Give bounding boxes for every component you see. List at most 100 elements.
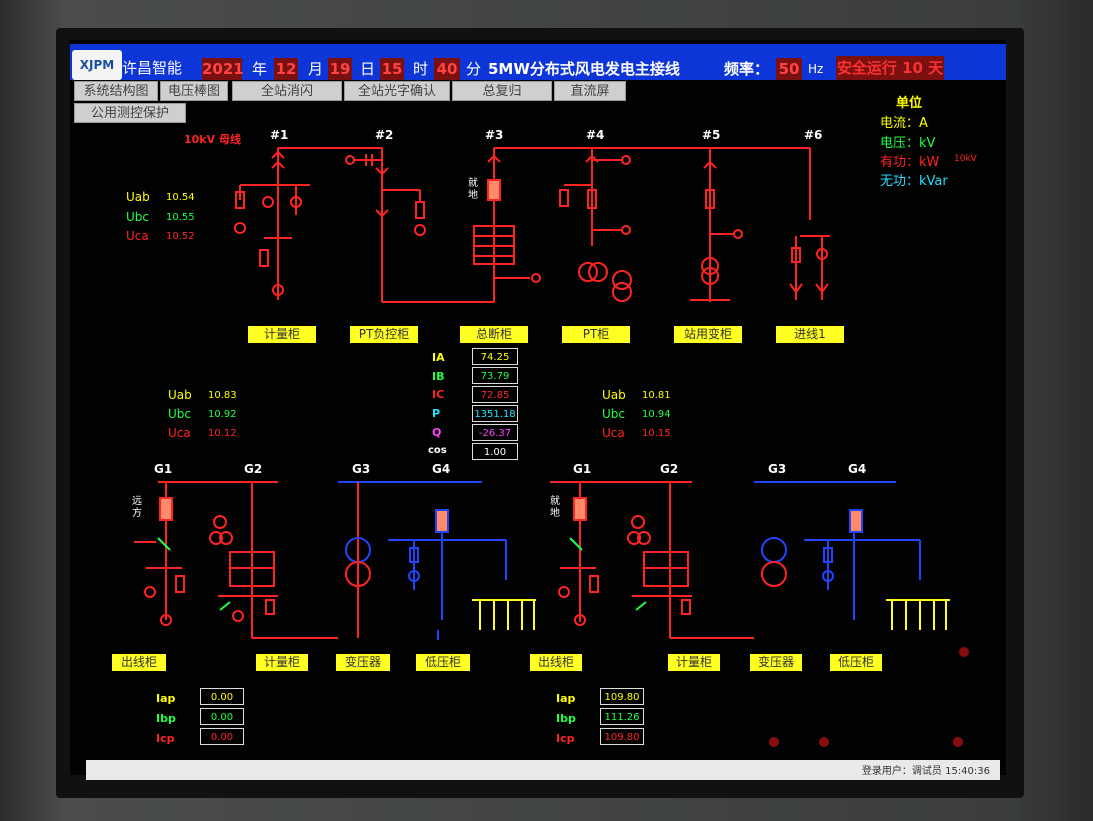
scada-screen: XJPM 许昌智能 2021 年 12 月 19 日 15 时 40 分 5MW… xyxy=(70,40,1006,775)
menu-system-structure[interactable]: 系统结构图 xyxy=(74,81,158,101)
right-icp-value: 109.80 xyxy=(600,728,644,745)
feeder-3-circuit xyxy=(473,148,541,302)
left-ubc-label: Ubc xyxy=(168,407,191,421)
right-label-metering[interactable]: 计量柜 xyxy=(668,654,720,671)
left-ibp-value: 0.00 xyxy=(200,708,244,725)
brand-name: 许昌智能 xyxy=(122,59,183,77)
left-ibp-label: Ibp xyxy=(156,712,176,725)
hour-unit: 时 xyxy=(413,60,429,78)
hour-value: 15 xyxy=(380,58,404,80)
bus-right-label: 10kV xyxy=(954,154,977,164)
left-metering-circuit xyxy=(209,482,338,639)
right-g4-label: G4 xyxy=(848,462,867,476)
frequency-value: 50 xyxy=(776,58,802,80)
right-label-outgoing[interactable]: 出线柜 xyxy=(530,654,582,671)
meter-ib-label: IB xyxy=(432,370,445,383)
meter-q-label: Q xyxy=(432,426,442,439)
top-ubc-label: Ubc xyxy=(126,210,149,224)
right-ibp-value: 111.26 xyxy=(600,708,644,725)
right-ubc-value: 10.94 xyxy=(642,409,671,420)
minute-unit: 分 xyxy=(466,60,482,78)
menu-station-flash-clear[interactable]: 全站消闪 xyxy=(232,81,342,101)
indicator-light xyxy=(953,737,963,747)
year-unit: 年 xyxy=(252,60,268,78)
right-metering-circuit xyxy=(627,482,754,639)
left-uab-label: Uab xyxy=(168,388,192,402)
left-uab-value: 10.83 xyxy=(208,390,237,401)
title-bar: XJPM 许昌智能 2021 年 12 月 19 日 15 时 40 分 5MW… xyxy=(70,44,1006,80)
left-g2-label: G2 xyxy=(244,462,263,476)
left-label-transformer[interactable]: 变压器 xyxy=(336,654,390,671)
safe-run-days: 安全运行 10 天 xyxy=(836,56,944,80)
feeder-6-number: #6 xyxy=(804,128,823,142)
month-unit: 月 xyxy=(308,60,324,78)
label-pt-load-control[interactable]: PT负控柜 xyxy=(350,326,418,343)
day-unit: 日 xyxy=(360,60,376,78)
meter-p-label: P xyxy=(432,407,441,420)
feeder-1-circuit xyxy=(234,148,310,300)
left-ubc-value: 10.92 xyxy=(208,409,237,420)
indicator-light xyxy=(769,737,779,747)
right-label-lv-cabinet[interactable]: 低压柜 xyxy=(830,654,882,671)
feeder-2-circuit xyxy=(345,148,494,303)
meter-ia-value: 74.25 xyxy=(472,348,518,365)
meter-q-value: -26.37 xyxy=(472,424,518,441)
left-g4-label: G4 xyxy=(432,462,451,476)
left-label-outgoing[interactable]: 出线柜 xyxy=(112,654,166,671)
year-value: 2021 xyxy=(202,58,244,80)
left-icp-label: Icp xyxy=(156,732,175,745)
indicator-light xyxy=(959,647,969,657)
login-user[interactable]: 登录用户：调试员 xyxy=(861,766,942,777)
taskbar: 登录用户：调试员 15:40:36 xyxy=(86,760,1000,780)
menu-voltage-bar[interactable]: 电压棒图 xyxy=(160,81,228,101)
right-ibp-label: Ibp xyxy=(556,712,576,725)
top-uca-label: Uca xyxy=(126,229,149,243)
meter-p-value: 1351.18 xyxy=(472,405,518,422)
right-iap-label: Iap xyxy=(556,692,576,705)
right-g2-label: G2 xyxy=(660,462,679,476)
left-iap-value: 0.00 xyxy=(200,688,244,705)
right-lv-distribution xyxy=(886,599,950,630)
feeder-5-circuit xyxy=(690,148,743,302)
right-label-transformer[interactable]: 变压器 xyxy=(750,654,802,671)
feeder-3-number: #3 xyxy=(485,128,504,142)
units-title: 单位 xyxy=(896,96,923,111)
single-line-diagram xyxy=(134,147,969,747)
feeder-4-number: #4 xyxy=(586,128,605,142)
right-local-switch-text: 就地 xyxy=(550,496,560,519)
meter-ic-value: 72.85 xyxy=(472,386,518,403)
system-tray: 登录用户：调试员 15:40:36 xyxy=(862,762,990,777)
menu-station-signal-confirm[interactable]: 全站光字确认 xyxy=(344,81,450,101)
right-outgoing-circuit xyxy=(558,482,599,626)
unit-active-power: 有功：kW xyxy=(880,155,940,170)
left-label-lv-cabinet[interactable]: 低压柜 xyxy=(416,654,470,671)
label-main-breaker[interactable]: 总断柜 xyxy=(460,326,528,343)
label-metering-cabinet[interactable]: 计量柜 xyxy=(248,326,316,343)
menu-dc-panel[interactable]: 直流屏 xyxy=(554,81,626,101)
label-incoming-1[interactable]: 进线1 xyxy=(776,326,844,343)
right-g3-label: G3 xyxy=(768,462,787,476)
menu-public-protection[interactable]: 公用测控保护 xyxy=(74,103,186,123)
left-label-metering[interactable]: 计量柜 xyxy=(256,654,308,671)
company-logo: XJPM xyxy=(72,50,122,80)
left-lv-distribution xyxy=(472,599,536,630)
right-ubc-label: Ubc xyxy=(602,407,625,421)
minute-value: 40 xyxy=(434,58,460,80)
left-uca-value: 10.12 xyxy=(208,428,237,439)
month-value: 12 xyxy=(274,58,298,80)
label-station-transformer[interactable]: 站用变柜 xyxy=(674,326,742,343)
right-uab-label: Uab xyxy=(602,388,626,402)
feeder-1-number: #1 xyxy=(270,128,289,142)
left-uca-label: Uca xyxy=(168,426,191,440)
unit-voltage: 电压：kV xyxy=(880,136,936,151)
menu-total-reset[interactable]: 总复归 xyxy=(452,81,552,101)
label-pt-cabinet[interactable]: PT柜 xyxy=(562,326,630,343)
indicator-light xyxy=(819,737,829,747)
feeder-2-number: #2 xyxy=(375,128,394,142)
right-g1-label: G1 xyxy=(573,462,592,476)
right-iap-value: 109.80 xyxy=(600,688,644,705)
diagram-title: 5MW分布式风电发电主接线 xyxy=(488,60,680,78)
frequency-unit: Hz xyxy=(808,62,824,76)
meter-ia-label: IA xyxy=(432,351,445,364)
top-uab-value: 10.54 xyxy=(166,192,195,203)
